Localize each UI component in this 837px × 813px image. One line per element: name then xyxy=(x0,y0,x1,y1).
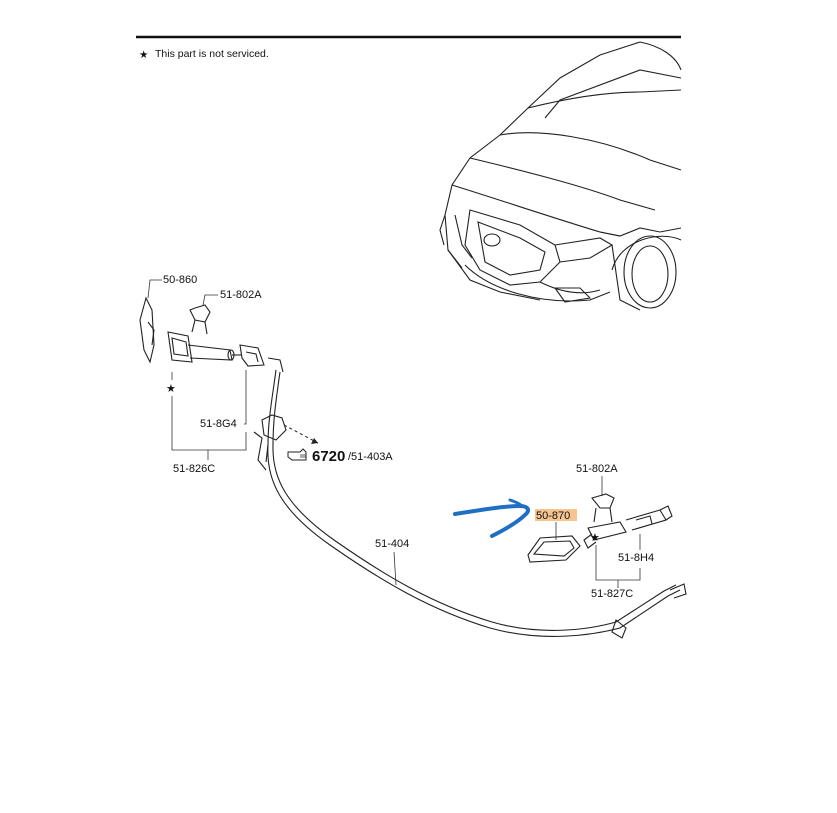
label-6720: 6720 xyxy=(312,448,345,465)
label-50-870-highlight xyxy=(535,509,577,521)
star-right: ★ xyxy=(590,532,600,544)
left-nozzle-cover xyxy=(139,296,155,364)
annotation-arrow xyxy=(453,503,530,538)
label-51-802A-right: 51-802A xyxy=(576,463,618,475)
label-51-802A-left: 51-802A xyxy=(220,289,262,301)
note-star: ★ xyxy=(139,49,149,61)
label-51-404: 51-404 xyxy=(375,538,409,550)
star-left: ★ xyxy=(166,383,176,395)
washer-hose xyxy=(253,357,687,639)
label-51-826C: 51-826C xyxy=(173,463,215,475)
label-50-870: 50-870 xyxy=(536,510,570,522)
left-clip xyxy=(189,304,211,335)
label-51-8G4: 51-8G4 xyxy=(200,418,237,430)
right-nozzle-assembly xyxy=(583,505,673,549)
left-nozzle-assembly xyxy=(167,331,265,367)
right-nozzle-cover xyxy=(527,535,581,563)
pointing-hand-icon xyxy=(287,448,307,461)
label-51-827C: 51-827C xyxy=(591,588,633,600)
label-51-8H4: 51-8H4 xyxy=(618,552,654,564)
note-text: This part is not serviced. xyxy=(155,48,269,60)
label-50-860: 50-860 xyxy=(163,274,197,286)
car-front-illustration xyxy=(439,41,682,311)
label-51-403A: /51-403A xyxy=(348,451,393,463)
reference-arrow xyxy=(283,424,319,444)
right-clip xyxy=(591,493,615,523)
